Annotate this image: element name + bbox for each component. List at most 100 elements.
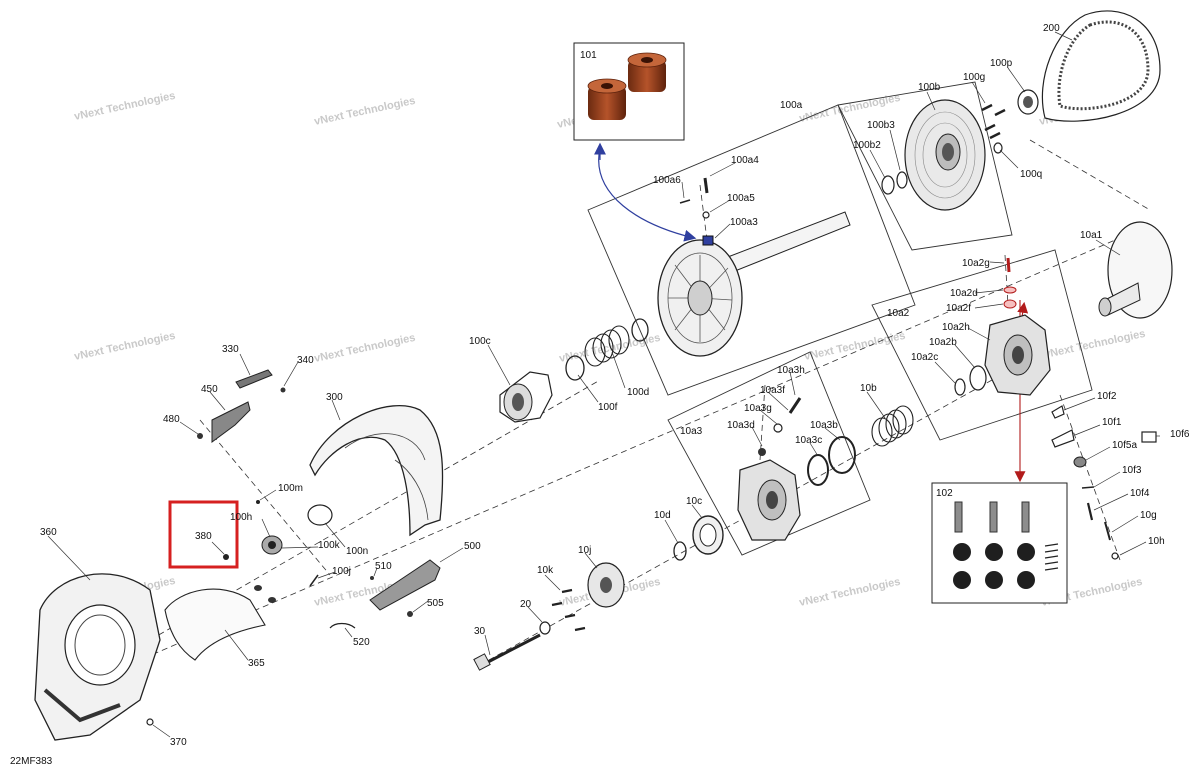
ring-100d <box>631 318 649 342</box>
highlight-box-380 <box>168 500 239 569</box>
callout-10g: 10g <box>1140 510 1157 521</box>
reference-code: 22MF383 <box>10 756 53 767</box>
cover-300 <box>309 405 444 537</box>
hub-10j <box>587 562 625 608</box>
nut-10a3d <box>758 448 766 456</box>
spring-10b <box>871 405 914 447</box>
sheave-100a <box>657 211 851 357</box>
watermark: vNext Technologies <box>73 90 176 123</box>
watermark: vNext Technologies <box>803 330 906 363</box>
callout-520: 520 <box>353 637 370 648</box>
washer-370 <box>146 718 154 726</box>
pin-100a6 <box>679 199 691 204</box>
callout-10a3c: 10a3c <box>795 435 822 446</box>
callout-100j: 100j <box>332 566 351 577</box>
callout-10a1: 10a1 <box>1080 230 1103 241</box>
shroud-365 <box>164 588 266 661</box>
callout-10k: 10k <box>537 565 554 576</box>
sheave-100b <box>904 99 986 211</box>
nut-100h <box>261 535 283 555</box>
ring-10a2c <box>954 378 966 396</box>
bushing-100a3 <box>702 235 714 246</box>
bolt-30 <box>473 633 541 671</box>
inset-102: 102 <box>931 482 1068 604</box>
watermark: vNext Technologies <box>313 332 416 365</box>
callout-200: 200 <box>1043 23 1060 34</box>
bolts-10k <box>551 588 586 632</box>
screw-100j <box>309 574 319 587</box>
washer-stack <box>1044 543 1059 571</box>
screw-365b <box>268 597 276 603</box>
callout-500: 500 <box>464 541 481 552</box>
washer-20 <box>539 621 551 635</box>
callout-10a2g: 10a2g <box>962 258 990 269</box>
screw-100a4 <box>703 177 709 194</box>
callout-100n: 100n <box>346 546 368 557</box>
screw-365a <box>254 585 262 591</box>
ring-10d <box>673 541 687 561</box>
callout-360: 360 <box>40 527 57 538</box>
callout-10a2c: 10a2c <box>911 352 938 363</box>
housing-10a2 <box>984 314 1051 396</box>
callout-480: 480 <box>163 414 180 425</box>
callout-10a3f: 10a3f <box>760 385 785 396</box>
washer-10a2f <box>1003 299 1017 309</box>
callout-365: 365 <box>248 658 265 669</box>
callout-100g: 100g <box>963 72 985 83</box>
watermark: vNext Technologies <box>798 576 901 609</box>
callout-10a2f: 10a2f <box>946 303 971 314</box>
callout-100b3: 100b3 <box>867 120 895 131</box>
callout-100h: 100h <box>230 512 252 523</box>
callout-100a3: 100a3 <box>730 217 758 228</box>
housing-10a3 <box>737 459 801 541</box>
nut-505 <box>407 611 413 617</box>
callout-100f: 100f <box>598 402 618 413</box>
bushing-image <box>587 52 667 120</box>
bushing-10a2b <box>969 365 987 391</box>
callout-100a6: 100a6 <box>653 175 681 186</box>
callout-30: 30 <box>474 626 486 637</box>
pin-10a2g <box>1006 257 1011 273</box>
bolts-100g <box>981 103 1006 140</box>
callout-370: 370 <box>170 737 187 748</box>
callout-300: 300 <box>326 392 343 403</box>
bearing-100p <box>1017 89 1039 115</box>
housing-360 <box>34 573 161 741</box>
callout-10f6: 10f6 <box>1170 429 1190 440</box>
callout-10b: 10b <box>860 383 877 394</box>
clip-520 <box>329 622 356 629</box>
callout-10d: 10d <box>654 510 671 521</box>
callout-10f4: 10f4 <box>1130 488 1150 499</box>
callout-450: 450 <box>201 384 218 395</box>
inset-101: 101 <box>573 42 685 141</box>
callout-100b2: 100b2 <box>853 140 881 151</box>
callout-10f3: 10f3 <box>1122 465 1142 476</box>
callout-100b: 100b <box>918 82 941 93</box>
ring-100b2 <box>881 175 895 195</box>
callout-10a2h: 10a2h <box>942 322 970 333</box>
callout-505: 505 <box>427 598 444 609</box>
stack-10f <box>1051 405 1157 560</box>
washer-10a3g <box>773 423 783 433</box>
callout-100d: 100d <box>627 387 649 398</box>
roller-weights <box>953 543 1035 589</box>
callout-10a2b: 10a2b <box>929 337 957 348</box>
seal-10c-inner <box>699 523 717 547</box>
spider-100c <box>499 371 553 423</box>
callout-10a3h: 10a3h <box>777 365 805 376</box>
callout-10a2d: 10a2d <box>950 288 978 299</box>
screw-10a3f <box>788 397 802 414</box>
arrow-blue <box>598 147 697 242</box>
ring-10a3c <box>807 454 829 486</box>
washer-100a5 <box>702 211 710 219</box>
leader-lines <box>47 31 1160 738</box>
washer-100n <box>307 504 333 526</box>
callout-380: 380 <box>195 531 212 542</box>
washer-10a2d <box>1003 286 1017 294</box>
frame-100b <box>837 81 1013 251</box>
belt-200 <box>1041 10 1161 122</box>
callout-10j: 10j <box>578 545 591 556</box>
callout-100a5: 100a5 <box>727 193 755 204</box>
callout-10a3: 10a3 <box>680 426 703 437</box>
